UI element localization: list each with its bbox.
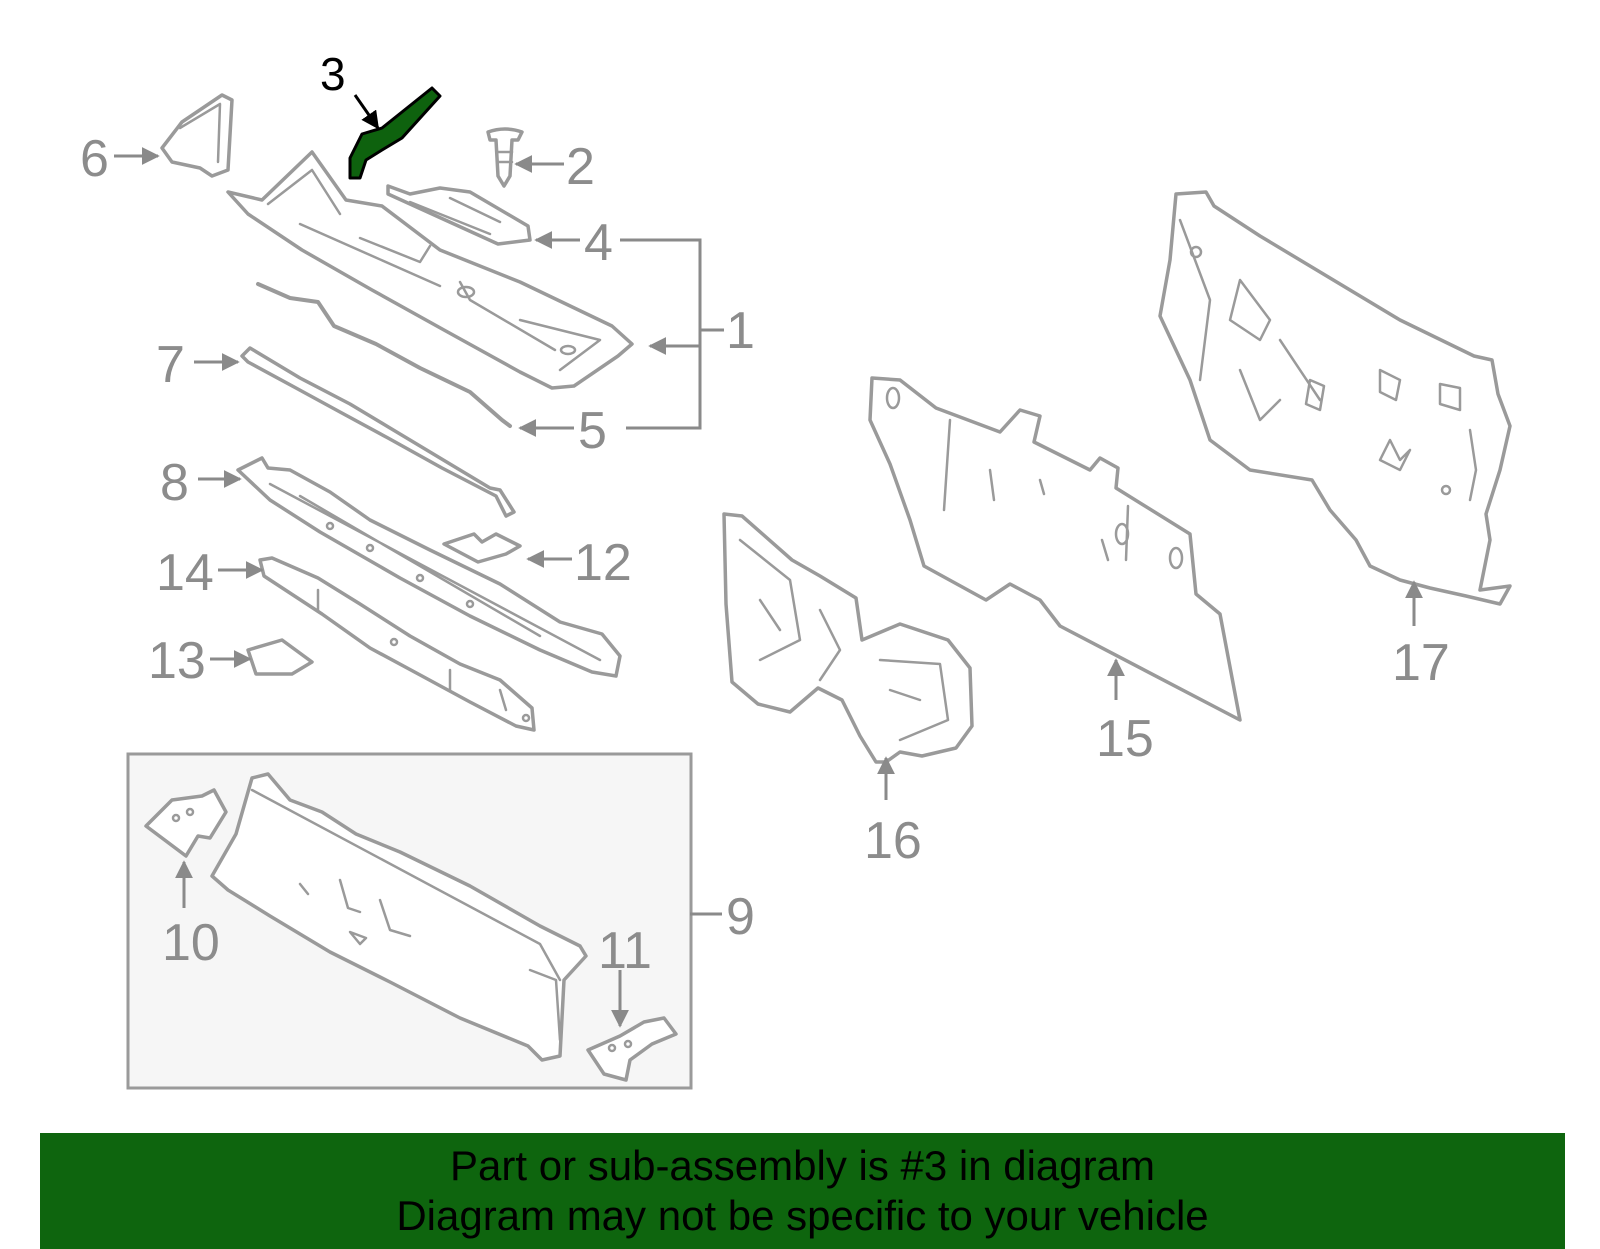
callout-7: 7 <box>156 336 185 394</box>
part-6[interactable] <box>160 93 234 178</box>
callout-15: 15 <box>1096 710 1154 768</box>
callout-4: 4 <box>584 214 613 272</box>
part-14-bar[interactable] <box>258 556 536 732</box>
part-8-bar[interactable] <box>236 456 622 678</box>
part-12-clip[interactable] <box>442 532 522 564</box>
part-9-panel[interactable] <box>210 772 588 1062</box>
callout-6: 6 <box>80 130 109 188</box>
callout-11: 11 <box>598 922 652 980</box>
callout-3: 3 <box>320 48 346 100</box>
callout-16: 16 <box>864 812 922 870</box>
part-7-rod[interactable] <box>240 346 516 518</box>
part-11-bracket[interactable] <box>586 1016 678 1082</box>
callout-13: 13 <box>148 632 206 690</box>
part-3-highlighted[interactable] <box>348 86 442 180</box>
callout-9: 9 <box>726 888 755 946</box>
part-10-bracket[interactable] <box>144 788 228 858</box>
part-2-clip[interactable] <box>486 127 524 188</box>
callout-1: 1 <box>726 302 755 360</box>
callout-10: 10 <box>162 914 220 972</box>
part-5-seal[interactable] <box>256 282 512 428</box>
info-banner: Part or sub-assembly is #3 in diagram Di… <box>40 1133 1565 1249</box>
banner-line-2: Diagram may not be specific to your vehi… <box>396 1192 1209 1239</box>
callout-5: 5 <box>578 402 607 460</box>
part-15-insulator[interactable] <box>868 376 1242 722</box>
part-17-dash-panel[interactable] <box>1158 190 1512 606</box>
callout-17: 17 <box>1392 634 1450 692</box>
part-4-panel[interactable] <box>386 184 532 246</box>
callout-2: 2 <box>566 138 595 196</box>
banner-line-1: Part or sub-assembly is #3 in diagram <box>450 1142 1155 1189</box>
callout-12: 12 <box>574 534 632 592</box>
callout-labels: 6 3 2 4 1 5 7 8 12 14 13 10 11 9 15 16 1… <box>80 48 1450 980</box>
callout-8: 8 <box>160 454 189 512</box>
part-1-cowl[interactable] <box>226 150 634 390</box>
leader-lines <box>114 94 1423 1028</box>
callout-14: 14 <box>156 544 214 602</box>
part-16-insulator[interactable] <box>722 512 974 764</box>
part-13-bracket[interactable] <box>246 638 314 676</box>
